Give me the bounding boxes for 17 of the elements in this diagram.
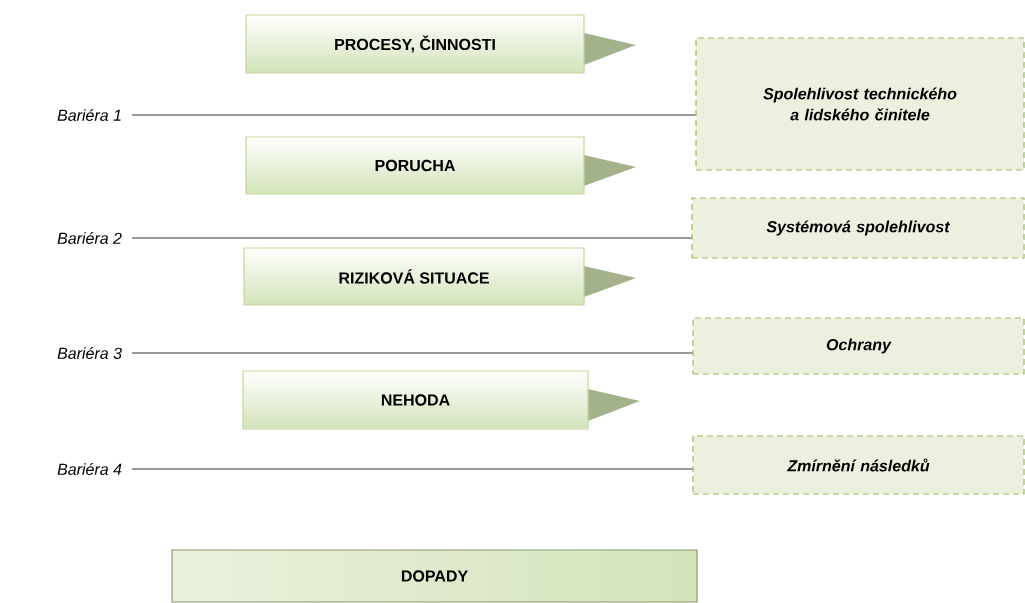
stage-box: PROCESY, ČINNOSTI — [245, 14, 636, 74]
barrier-label: Bariéra 1 — [57, 109, 121, 121]
measure-box: Spolehlivost technického a lidského činitele — [695, 37, 1025, 171]
barrier-label: Bariéra 2 — [57, 232, 122, 244]
measure-box: Zmírnění následků — [692, 435, 1025, 495]
stage-box: PORUCHA — [245, 136, 636, 195]
barrier-line — [131, 237, 692, 239]
measure-box: Systémová spolehlivost — [691, 197, 1025, 259]
measure-box: Ochrany — [692, 317, 1025, 375]
outcome-box: DOPADY — [171, 549, 698, 603]
barrier-line — [131, 114, 696, 116]
barrier-line — [131, 468, 693, 470]
barrier-line — [131, 352, 693, 354]
stage-box: NEHODA — [242, 370, 640, 430]
barrier-label: Bariéra 4 — [57, 463, 122, 475]
stage-box: RIZIKOVÁ SITUACE — [243, 247, 636, 306]
barrier-label: Bariéra 3 — [57, 347, 122, 359]
